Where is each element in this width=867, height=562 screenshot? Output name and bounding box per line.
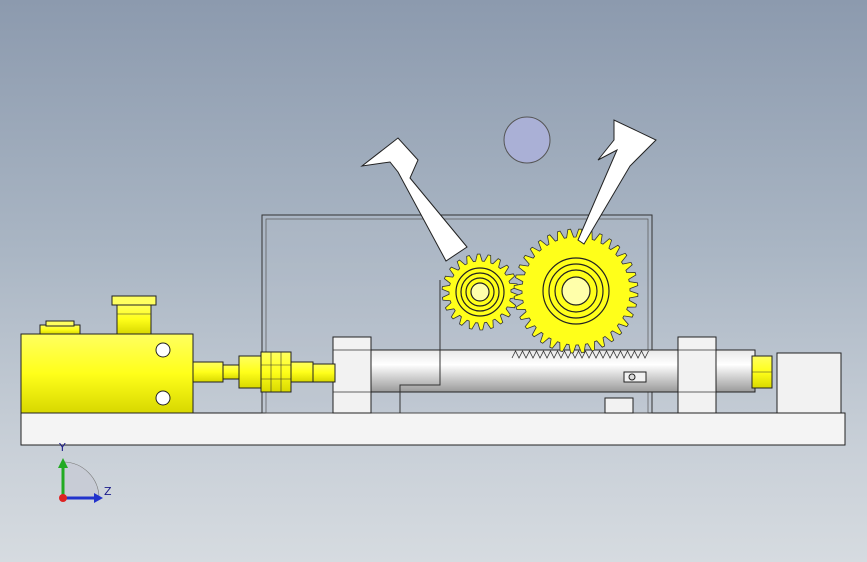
coordinate-triad-icon — [58, 458, 103, 503]
curved-arrow-right-icon[interactable] — [577, 119, 657, 245]
axis-z-label: Z — [104, 485, 112, 498]
top-fitting-large[interactable] — [111, 295, 157, 335]
inner-bracket — [399, 280, 441, 413]
gear-hub-ring — [470, 282, 490, 302]
connector-chain[interactable] — [192, 351, 336, 393]
small-gear[interactable] — [441, 253, 519, 331]
axis-y-label: Y — [59, 441, 66, 454]
rack-teeth — [511, 350, 649, 359]
right-end-block[interactable] — [776, 352, 842, 414]
gear-hub-ring — [465, 277, 495, 307]
port-lower[interactable] — [155, 390, 171, 406]
gear-hub-ring — [548, 263, 604, 319]
right-support-block[interactable] — [677, 336, 717, 414]
gear-hub-ring — [554, 269, 598, 313]
curved-arrow-left-icon[interactable] — [360, 137, 468, 262]
large-gear[interactable] — [513, 228, 639, 354]
base-plate[interactable] — [20, 412, 846, 446]
gear-hub-ring — [542, 257, 610, 325]
top-fitting-small[interactable] — [39, 320, 81, 335]
left-support-block[interactable] — [332, 336, 372, 414]
cylinder-block[interactable] — [20, 333, 194, 414]
gear-hub-ring — [460, 272, 500, 312]
rotation-center-icon[interactable] — [503, 116, 551, 164]
gear-hub-ring — [561, 276, 591, 306]
gear-hub-ring — [455, 267, 505, 317]
port-upper[interactable] — [155, 342, 171, 358]
clamp-bolt[interactable] — [604, 371, 647, 414]
